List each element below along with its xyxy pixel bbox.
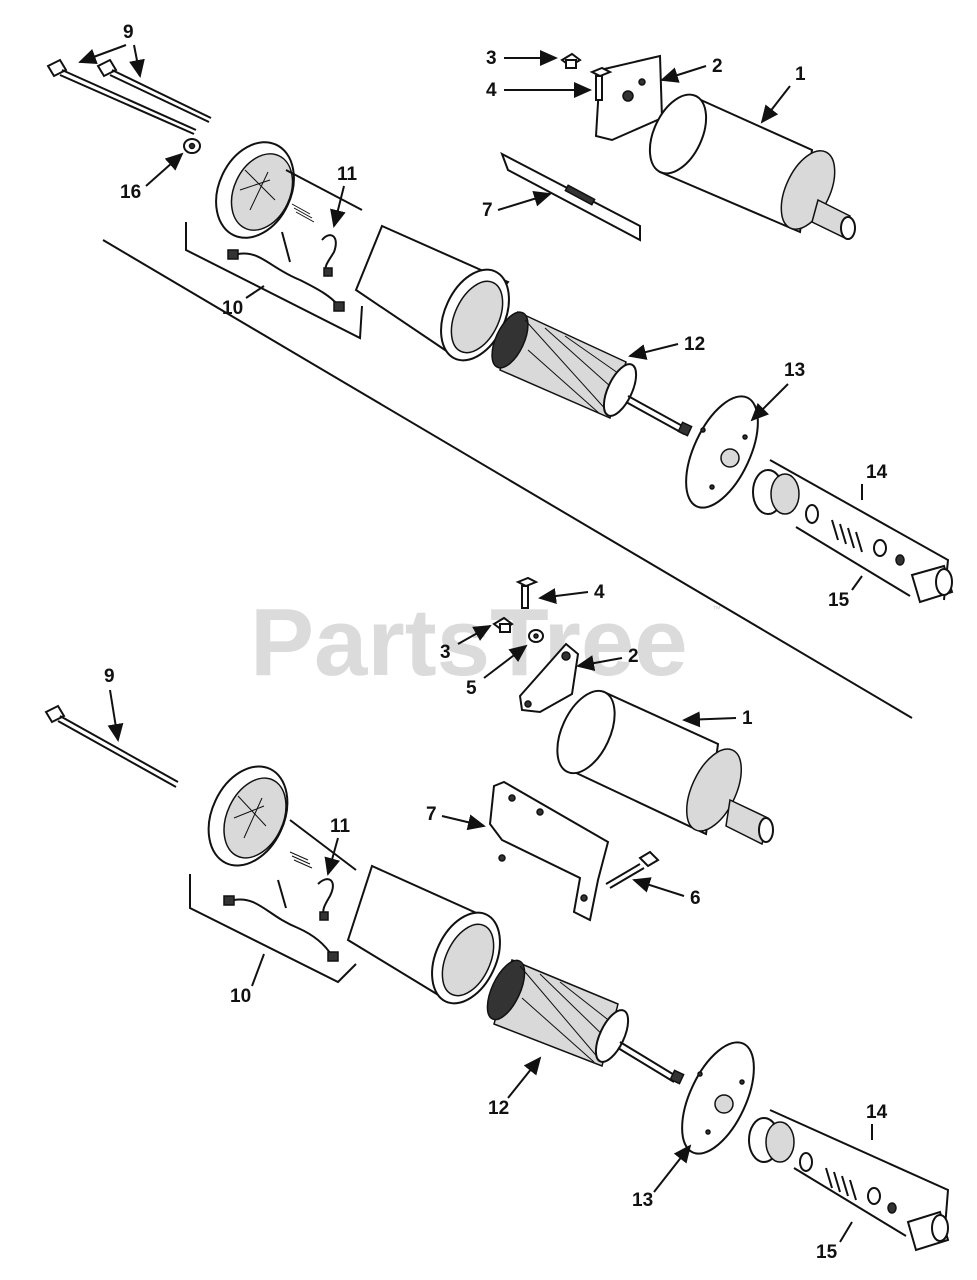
callout-1-lower: 1 bbox=[742, 708, 753, 729]
callout-13-upper: 13 bbox=[784, 360, 805, 381]
bolt-6-lower bbox=[605, 850, 660, 889]
through-bolt-lower bbox=[44, 704, 179, 788]
drive-kit-lower bbox=[748, 1117, 950, 1252]
callout-13-lower: 13 bbox=[632, 1190, 653, 1211]
armature-lower bbox=[486, 958, 685, 1085]
brush-kit-upper bbox=[227, 203, 345, 312]
callout-15-upper: 15 bbox=[828, 590, 850, 611]
lower-assembly: 4 3 2 5 9 1 11 7 6 10 12 14 13 15 bbox=[44, 576, 950, 1263]
callout-2-lower: 2 bbox=[628, 646, 639, 667]
callout-6-lower: 6 bbox=[690, 888, 701, 909]
callout-7-upper: 7 bbox=[482, 200, 493, 221]
through-bolts-upper bbox=[46, 58, 212, 135]
callout-2-upper: 2 bbox=[712, 56, 723, 77]
mounting-bracket-lower bbox=[518, 642, 580, 714]
mounting-plate-lower bbox=[488, 780, 610, 922]
callout-1-upper: 1 bbox=[795, 64, 806, 85]
callout-4-lower: 4 bbox=[594, 582, 605, 603]
upper-assembly: 9 3 2 4 1 16 11 7 10 12 13 14 15 bbox=[46, 22, 954, 611]
watermark-text: PartsTree bbox=[250, 589, 688, 696]
bolt-4-lower bbox=[515, 576, 539, 609]
screw-3-lower bbox=[492, 616, 514, 633]
callout-14-lower: 14 bbox=[866, 1102, 888, 1123]
callout-4-upper: 4 bbox=[486, 80, 497, 101]
callout-9-lower: 9 bbox=[104, 666, 115, 687]
callout-11-lower: 11 bbox=[330, 816, 351, 837]
drive-kit-upper bbox=[752, 469, 954, 604]
end-cap-upper bbox=[215, 141, 295, 239]
end-cap-lower bbox=[207, 765, 289, 867]
motor-housing-upper bbox=[354, 224, 510, 362]
callout-12-lower: 12 bbox=[488, 1098, 509, 1119]
brush-kit-bracket-upper bbox=[185, 222, 363, 340]
callout-11-upper: 11 bbox=[337, 164, 358, 185]
callout-10-lower: 10 bbox=[230, 986, 251, 1007]
screw-3-upper bbox=[560, 52, 582, 69]
mounting-plate-upper bbox=[500, 151, 641, 242]
callout-9-upper: 9 bbox=[123, 22, 134, 43]
bolt-4-upper bbox=[589, 66, 613, 101]
assembly-divider-line bbox=[102, 239, 913, 719]
drive-end-plate-upper bbox=[685, 395, 759, 509]
callout-15-lower: 15 bbox=[816, 1242, 838, 1263]
callout-10-upper: 10 bbox=[222, 298, 243, 319]
callout-12-upper: 12 bbox=[684, 334, 705, 355]
callout-7-lower: 7 bbox=[426, 804, 437, 825]
starter-motor-lower bbox=[556, 689, 774, 846]
brush-kit-bracket-lower bbox=[189, 874, 357, 984]
callout-5-lower: 5 bbox=[466, 678, 477, 699]
starter-motor-upper bbox=[648, 93, 856, 240]
callout-3-lower: 3 bbox=[440, 642, 451, 663]
callout-14-upper: 14 bbox=[866, 462, 888, 483]
armature-upper bbox=[491, 310, 693, 437]
mounting-bracket-upper bbox=[594, 54, 664, 142]
callout-3-upper: 3 bbox=[486, 48, 497, 69]
motor-housing-lower bbox=[346, 864, 501, 1005]
watermark-trademark: ™ bbox=[712, 604, 721, 614]
drive-end-plate-lower bbox=[681, 1041, 755, 1155]
callout-16-upper: 16 bbox=[120, 182, 141, 203]
brush-kit-lower bbox=[223, 851, 339, 962]
